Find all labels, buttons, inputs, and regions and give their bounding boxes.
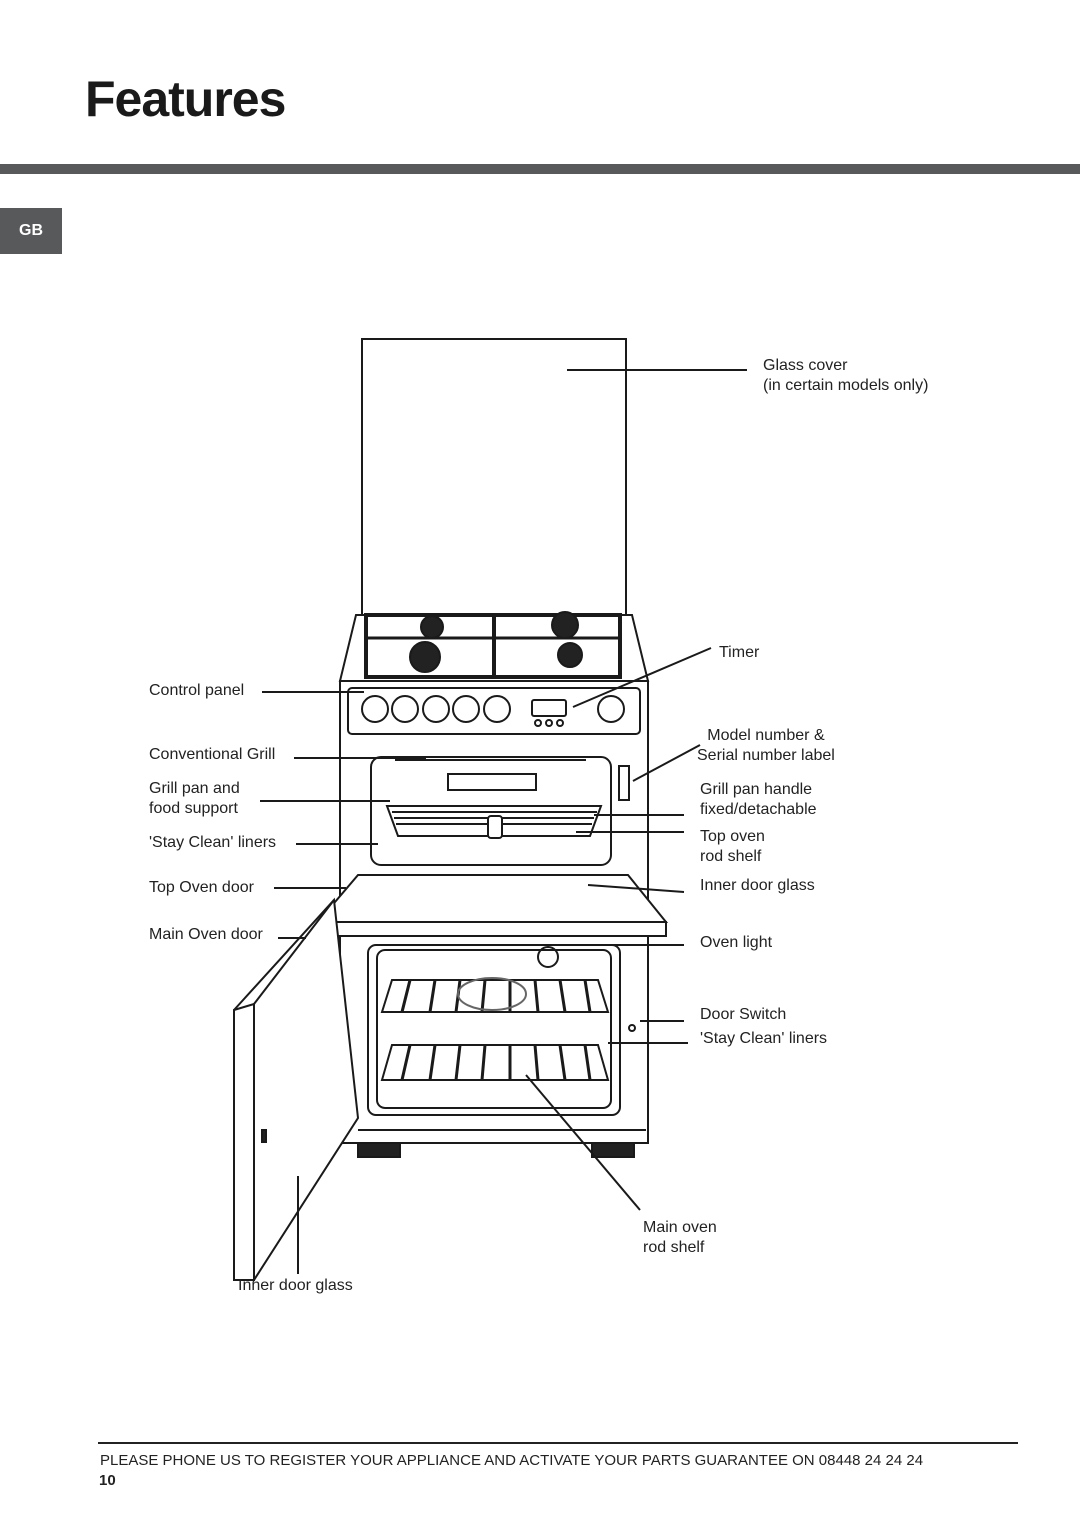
- main-oven-cavity: [367, 944, 621, 1116]
- page-title: Features: [85, 71, 286, 127]
- leader-model-number: [632, 744, 701, 782]
- control-panel: [347, 687, 641, 735]
- footer-text: PLEASE PHONE US TO REGISTER YOUR APPLIAN…: [100, 1452, 924, 1469]
- timer-display: [531, 699, 567, 717]
- control-knob: [483, 695, 511, 723]
- label-timer: Timer: [719, 644, 760, 661]
- burner: [420, 615, 444, 639]
- door-handle: [261, 1129, 267, 1143]
- control-knob: [422, 695, 450, 723]
- label-oven-light: Oven light: [700, 934, 773, 951]
- burner: [551, 611, 579, 639]
- control-knob: [452, 695, 480, 723]
- control-knob: [597, 695, 625, 723]
- label-conventional-grill: Conventional Grill: [149, 746, 276, 763]
- top-oven-door: [315, 874, 669, 923]
- label-door-switch: Door Switch: [700, 1006, 787, 1023]
- grill-element: [447, 773, 537, 791]
- oven-light: [537, 946, 559, 968]
- leader-main-shelf: [525, 1074, 641, 1211]
- page-number: 10: [99, 1472, 116, 1489]
- cooker-foot: [357, 1142, 401, 1158]
- burner: [557, 642, 583, 668]
- control-knob: [361, 695, 389, 723]
- grill-pan-handle: [487, 815, 503, 839]
- top-oven-cavity: [370, 756, 612, 866]
- label-main-oven-door: Main Oven door: [149, 926, 263, 943]
- label-top-oven-door: Top Oven door: [149, 879, 254, 896]
- label-inner-door-glass-main: Inner door glass: [238, 1277, 353, 1294]
- leader-inner-glass-top: [587, 884, 685, 893]
- label-control-panel: Control panel: [149, 682, 245, 699]
- label-glass-cover: Glass cover(in certain models only): [763, 357, 929, 394]
- main-oven-lower-shelf: [380, 1044, 610, 1081]
- header-divider: [0, 164, 1080, 174]
- cooker-foot: [591, 1142, 635, 1158]
- rating-label: [618, 765, 630, 801]
- language-tab: GB: [0, 208, 62, 254]
- leader-timer: [572, 647, 712, 708]
- door-switch: [628, 1024, 636, 1032]
- footer-divider: [98, 1442, 1018, 1444]
- fan-cover: [457, 977, 527, 1011]
- glass-cover-panel: [361, 338, 627, 616]
- main-oven-upper-shelf: [380, 979, 610, 1013]
- label-stay-clean-top: 'Stay Clean' liners: [149, 834, 277, 851]
- label-inner-door-glass-top: Inner door glass: [700, 877, 815, 894]
- burner: [409, 641, 441, 673]
- control-knob: [391, 695, 419, 723]
- label-stay-clean-main: 'Stay Clean' liners: [700, 1030, 828, 1047]
- label-model-number: Model number &Serial number label: [697, 727, 835, 764]
